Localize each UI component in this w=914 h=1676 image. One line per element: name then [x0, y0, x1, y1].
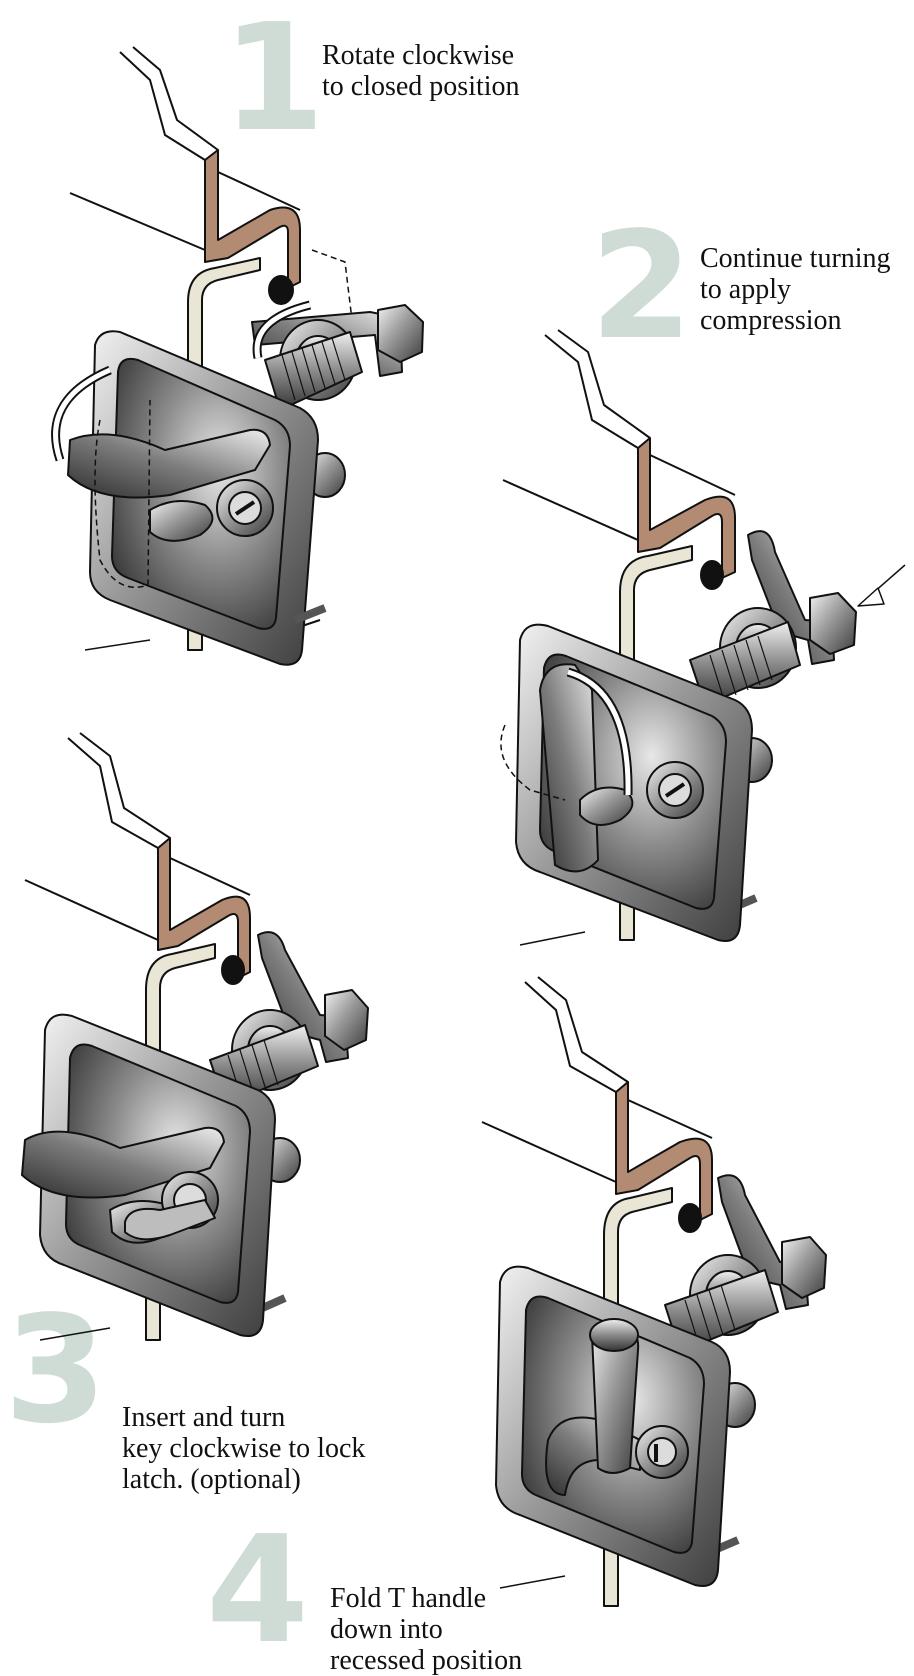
step-1-illustration	[51, 46, 424, 666]
step-4-caption: Fold T handle down into recessed positio…	[330, 1583, 523, 1676]
step-4-illustration	[481, 976, 827, 1607]
step-3-number: 3	[4, 1284, 107, 1456]
step-3-caption: Insert and turn key clockwise to lock la…	[122, 1402, 366, 1495]
step-3-illustration	[21, 732, 369, 1341]
step-1-caption: Rotate clockwise to closed position	[322, 40, 520, 102]
step-2-illustration	[500, 329, 906, 946]
step-2-caption: Continue turning to apply compression	[700, 243, 891, 336]
step-1-number: 1	[222, 0, 325, 164]
step-4-number: 4	[206, 1504, 309, 1676]
step-2-number: 2	[590, 200, 693, 372]
